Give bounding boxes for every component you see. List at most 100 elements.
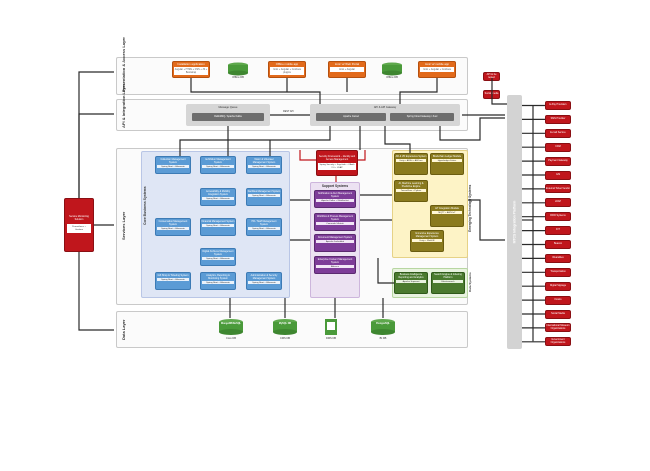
offline-db-1: Offline DB: [227, 62, 249, 80]
emerging-system-5-title: Immersive Experience Management System: [415, 231, 439, 238]
search-engine[interactable]: Search Engine & Indexing Platform Elasti…: [431, 272, 465, 294]
core-service-7-title: Financial Management System: [201, 219, 235, 223]
database-3-sub: DMS DB: [325, 337, 337, 340]
external-system-16[interactable]: Social Media: [545, 309, 571, 319]
presentation-item-1[interactable]: Installation application Angular + HTML …: [172, 61, 210, 78]
emerging-system-2-sub: Hyperledger Fabric: [432, 159, 462, 162]
external-system-14[interactable]: Digital Signage: [545, 281, 571, 291]
support-system-2-sub: Camunda / Activiti: [316, 222, 354, 225]
database-2[interactable]: MySQL DB CMS DB: [271, 318, 299, 346]
database-4[interactable]: PostgreSQL BI DB: [369, 318, 397, 346]
presentation-item-4[interactable]: Ionic v2 mobile app Ionic + Angular + Co…: [418, 61, 456, 78]
external-system-12[interactable]: Wearables: [545, 253, 571, 263]
emerging-system-1-sub: Unity + ARKit + ARCore: [396, 159, 426, 162]
external-system-1[interactable]: E-Pay Providers: [545, 101, 571, 110]
external-system-5[interactable]: Payment Gateway: [545, 156, 571, 166]
core-service-12-sub: Spring Boot + Hibernate: [248, 281, 280, 284]
database-icon: [219, 319, 243, 335]
external-system-7[interactable]: External Ticket Vendor: [545, 184, 571, 194]
core-service-3-sub: Spring Boot + Hibernate: [248, 165, 280, 168]
external-system-13[interactable]: Transportation: [545, 267, 571, 277]
core-service-9-title: Digital Archives Management System: [202, 249, 234, 256]
core-service-5-sub: Spring Boot + Hibernate: [248, 194, 280, 197]
emerging-system-4-sub: MQTT + AWS IoT: [432, 211, 462, 214]
connector: [78, 113, 114, 198]
core-service-4[interactable]: Accessibility & Mobility Integration Sys…: [200, 188, 236, 206]
database-4-name: PostgreSQL: [376, 322, 390, 325]
external-system-4[interactable]: CRM: [545, 142, 571, 152]
presentation-item-2[interactable]: Offline mobile app Ionic + Angular + Cor…: [268, 61, 306, 78]
document-icon: [325, 319, 337, 335]
database-4-sub: BI DB: [379, 337, 387, 340]
external-system-9[interactable]: RFID Systems: [545, 212, 571, 222]
core-service-12-title: Administration & Security Management Sys…: [250, 273, 278, 280]
connector: [384, 126, 411, 153]
core-service-1-sub: Spring Boot + Hibernate: [157, 165, 189, 168]
external-system-6[interactable]: GIS: [545, 170, 571, 180]
external-system-3[interactable]: E-mail Service: [545, 128, 571, 138]
service-monitoring[interactable]: Service Monitoring Solution Prometheus +…: [64, 198, 94, 252]
core-service-2-title: Exhibition Management System: [205, 157, 231, 164]
emerging-system-3-sub: TensorFlow + Python: [396, 189, 426, 192]
integration-platform[interactable]: MTCS Integration Platform: [507, 95, 522, 349]
security-framework[interactable]: Security Framework – Identity and Access…: [316, 150, 358, 176]
core-service-12[interactable]: Administration & Security Management Sys…: [246, 272, 282, 290]
presentation-item-3[interactable]: Ionic v2 Web Portal Ionic + Angular: [328, 61, 366, 78]
api-gateway[interactable]: API & API Gateway Apache Camel Spring Cl…: [310, 104, 460, 126]
connector: [179, 126, 331, 156]
database-icon: [228, 62, 248, 76]
emerging-system-3[interactable]: AI, Machine Learning & Predictive Engine…: [394, 180, 428, 202]
connector: [78, 252, 114, 331]
emerging-system-4-title: IoT Integration Module: [435, 206, 459, 210]
database-2-sub: CMS DB: [279, 337, 291, 340]
core-service-11-sub: Spring Boot + Hibernate: [202, 281, 234, 284]
connector: [358, 150, 366, 161]
database-1-sub: Core DB: [226, 337, 236, 340]
core-service-1-title: Collection Management System: [160, 157, 186, 164]
connector: [439, 117, 505, 141]
connector: [399, 78, 438, 104]
core-service-11[interactable]: Analytics, Reporting & Monitoring System…: [200, 272, 236, 290]
emerging-system-5-sub: Unity + WebXR: [412, 239, 442, 242]
external-system-11[interactable]: Beacon: [545, 240, 571, 249]
connector: [377, 258, 394, 284]
core-service-5-title: Facilities Management System: [247, 189, 281, 193]
support-system-1-sub: Apache Kafka + WebSocket: [316, 199, 354, 202]
support-label: Support Systems: [321, 184, 349, 188]
bi-reporting[interactable]: Business Intelligence Reporting and Anal…: [394, 272, 428, 294]
external-system-17[interactable]: International Museum Organizations: [545, 323, 571, 333]
external-system-18[interactable]: Government Organizations: [545, 337, 571, 347]
external-system-10[interactable]: IOT: [545, 226, 571, 236]
core-service-4-sub: Spring Boot + Hibernate: [202, 197, 234, 200]
core-service-6-sub: Spring Boot + Hibernate: [157, 227, 189, 230]
database-2-name: MySQL DB: [278, 322, 292, 325]
external-system-2[interactable]: SMS Provider: [545, 114, 571, 124]
connector: [491, 78, 507, 105]
core-service-9-sub: Spring Boot + Hibernate: [202, 257, 234, 260]
external-system-15[interactable]: Kiosks: [545, 295, 571, 305]
connector: [468, 199, 505, 241]
emerging-system-3-title: AI, Machine Learning & Predictive Engine: [398, 181, 424, 188]
message-queue[interactable]: Message Queue RabbitMQ / Apache Kafka: [186, 104, 270, 126]
core-service-3-title: Visitor & Volunteer Management System: [252, 157, 276, 164]
external-system-8[interactable]: LDAP: [545, 198, 571, 208]
